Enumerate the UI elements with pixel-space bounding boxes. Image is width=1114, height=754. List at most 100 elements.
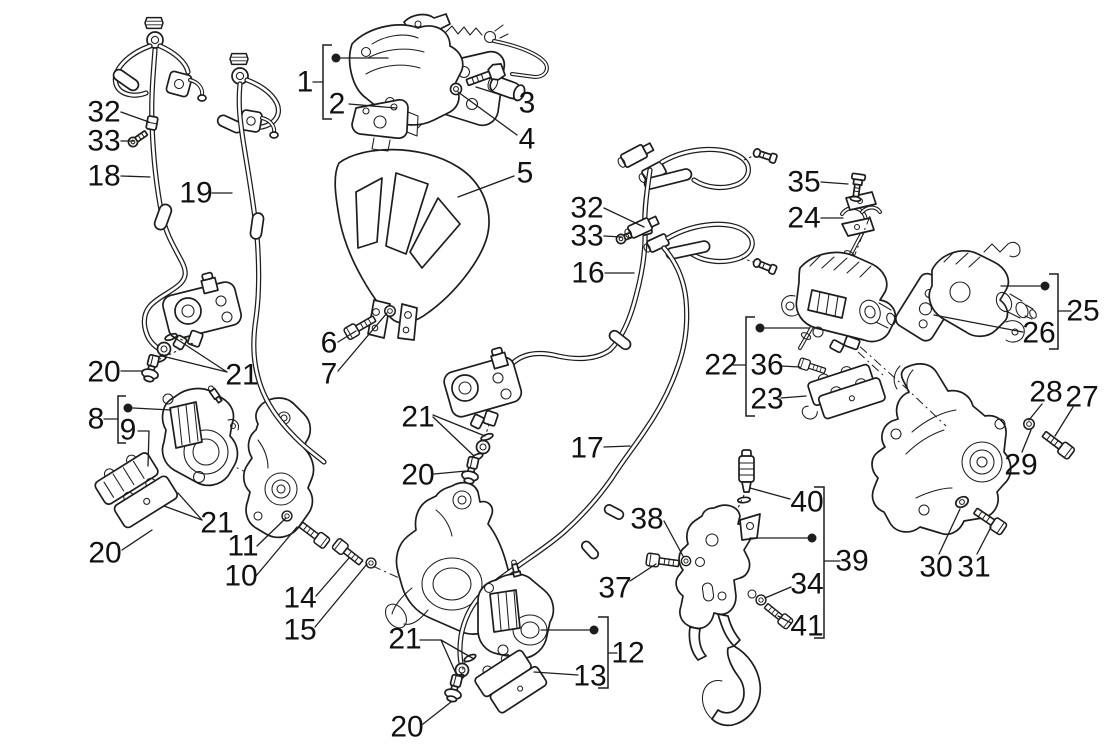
leader-line xyxy=(603,235,623,238)
callout-21: 21 xyxy=(388,623,475,677)
part-number-label: 27 xyxy=(1065,381,1098,414)
callout-1: 1 xyxy=(297,44,389,120)
brake-hose-19 xyxy=(216,52,327,465)
callout-25: 25 xyxy=(1000,273,1100,350)
part-number-label: 7 xyxy=(321,358,338,391)
front-knuckle xyxy=(224,397,315,539)
callout-12: 12 xyxy=(540,616,645,689)
part-number-label: 15 xyxy=(283,614,316,647)
banjo-bolt-20-rear xyxy=(442,672,467,705)
callout-27: 27 xyxy=(1054,381,1099,437)
leader-line xyxy=(432,416,475,457)
leader-line xyxy=(777,615,792,624)
front-brake-pads-9 xyxy=(94,452,178,529)
leader-line xyxy=(749,487,791,500)
part-number-label: 31 xyxy=(957,551,990,584)
callout-35: 35 xyxy=(787,166,849,199)
part-number-label: 30 xyxy=(919,551,952,584)
part-number-label: 6 xyxy=(321,327,338,360)
callout-14: 14 xyxy=(283,557,350,615)
callout-7: 7 xyxy=(321,312,388,391)
leader-line xyxy=(337,330,357,343)
callout-24: 24 xyxy=(787,202,844,235)
leader-line xyxy=(820,181,849,185)
part-number-label: 24 xyxy=(787,202,820,235)
leader-line xyxy=(629,563,657,582)
leader-line xyxy=(177,492,203,521)
callout-20: 20 xyxy=(87,356,144,389)
leader-line xyxy=(1028,403,1043,421)
part-number-label: 11 xyxy=(227,530,258,563)
callout-30: 30 xyxy=(919,508,961,584)
callout-9: 9 xyxy=(120,414,150,467)
washer-11 xyxy=(281,510,293,522)
leader-line xyxy=(256,517,287,547)
callout-21: 21 xyxy=(401,401,486,457)
part-number-label: 32 xyxy=(87,96,120,129)
rear-brake-pads-23 xyxy=(801,363,886,420)
callout-17: 17 xyxy=(570,432,631,465)
leader-line xyxy=(440,639,475,660)
leader-line xyxy=(764,586,792,599)
part-number-label: 3 xyxy=(519,87,536,120)
part-number-label: 20 xyxy=(390,711,423,744)
callout-37: 37 xyxy=(598,563,657,605)
part-number-label: 26 xyxy=(1022,317,1055,350)
part-number-label: 21 xyxy=(200,507,233,540)
brake-pedal-assembly xyxy=(675,449,762,727)
callout-21: 21 xyxy=(161,335,259,392)
part-number-label: 22 xyxy=(704,349,737,382)
part-number-label: 13 xyxy=(573,660,606,693)
callout-34: 34 xyxy=(764,568,824,601)
union-screw-16 xyxy=(751,146,779,165)
leader-line xyxy=(432,414,486,437)
part-number-label: 28 xyxy=(1029,376,1062,409)
hose-union-top-16 xyxy=(617,142,754,191)
leader-line xyxy=(348,103,397,109)
callout-32: 32 xyxy=(87,96,150,129)
callout-18: 18 xyxy=(87,160,151,193)
part-number-label: 17 xyxy=(570,432,603,465)
leader-line xyxy=(603,207,645,228)
leader-line xyxy=(938,508,961,555)
leader-line xyxy=(163,505,203,521)
part-number-label: 9 xyxy=(120,414,137,447)
stop-switch-40 xyxy=(736,449,755,509)
leader-line xyxy=(171,335,228,373)
callout-10: 10 xyxy=(224,526,298,593)
assembly-dot xyxy=(807,533,817,543)
front-brake-caliper-8 xyxy=(161,385,239,487)
leader-line xyxy=(475,86,518,101)
part-number-label: 1 xyxy=(297,66,314,99)
leader-line xyxy=(314,563,368,628)
part-number-label: 36 xyxy=(750,349,783,382)
part-number-label: 29 xyxy=(1004,449,1037,482)
brake-pipe-17 xyxy=(457,245,690,671)
callout-23: 23 xyxy=(750,383,807,416)
part-number-label: 5 xyxy=(517,157,534,190)
washer-15 xyxy=(365,557,377,569)
part-number-label: 20 xyxy=(88,537,121,570)
part-number-label: 37 xyxy=(598,572,631,605)
callout-39: 39 xyxy=(749,486,869,639)
part-number-label: 33 xyxy=(87,125,120,158)
leader-line xyxy=(255,526,298,577)
leader-line xyxy=(457,91,518,136)
leader-line xyxy=(132,407,172,411)
part-number-label: 2 xyxy=(329,88,346,121)
part-number-label: 34 xyxy=(790,568,823,601)
leader-line xyxy=(603,445,631,448)
rear-brake-pads-13 xyxy=(474,649,548,714)
part-number-label: 41 xyxy=(790,610,823,643)
leader-line xyxy=(315,557,350,597)
rear-caliper-25 xyxy=(928,241,1037,343)
callout-16: 16 xyxy=(571,257,635,290)
leader-line xyxy=(457,175,515,198)
center-brake-junction xyxy=(443,346,523,469)
callout-6: 6 xyxy=(321,327,357,360)
callout-31: 31 xyxy=(957,526,992,584)
callout-19: 19 xyxy=(179,177,233,210)
part-number-label: 40 xyxy=(790,486,823,519)
